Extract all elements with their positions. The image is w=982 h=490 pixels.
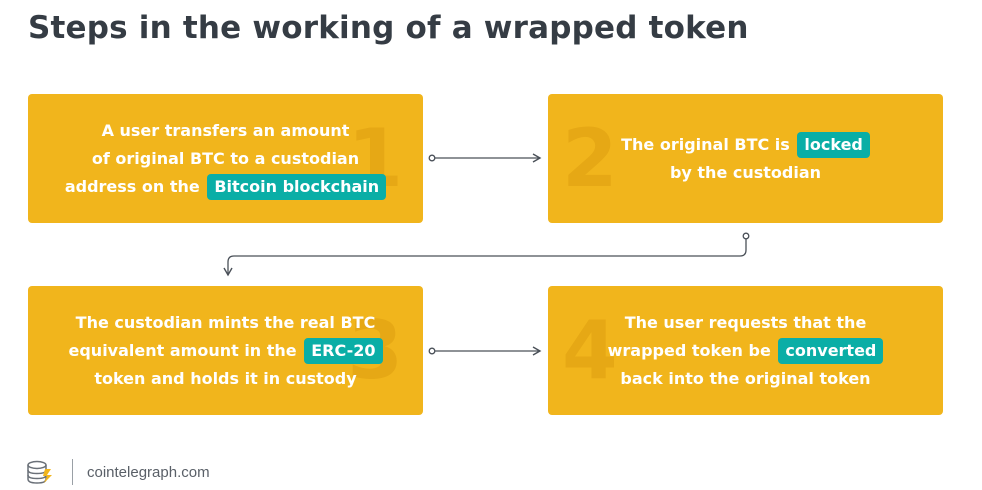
step-box-2: 2 The original BTC is locked by the cust… <box>548 94 943 223</box>
highlight-badge: converted <box>778 337 884 364</box>
step-line-with-highlight: equivalent amount in the ERC-20 <box>69 337 383 365</box>
step-text: The user requests that the wrapped token… <box>608 309 884 393</box>
step-line: The original BTC is <box>621 134 790 154</box>
step-line: The user requests that the <box>624 312 867 332</box>
site-name: cointelegraph.com <box>87 463 210 481</box>
step-line: by the custodian <box>669 162 822 182</box>
step-line: A user transfers an amount <box>101 120 350 140</box>
footer-divider <box>72 459 73 485</box>
step-box-1: 1 A user transfers an amount of original… <box>28 94 423 223</box>
arrow-step1-to-step2 <box>428 153 542 163</box>
highlight-badge: Bitcoin blockchain <box>207 173 387 200</box>
page-title: Steps in the working of a wrapped token <box>28 10 749 46</box>
highlight-badge: locked <box>797 131 870 158</box>
step-line: wrapped token be <box>607 340 771 360</box>
step-line: equivalent amount in the <box>68 340 297 360</box>
step-line-with-highlight: wrapped token be converted <box>608 337 884 365</box>
highlight-badge: ERC-20 <box>304 337 383 364</box>
step-line: token and holds it in custody <box>94 368 357 388</box>
step-text: The custodian mints the real BTC equival… <box>69 309 383 393</box>
arrow-step3-to-step4 <box>428 346 542 356</box>
step-line: of original BTC to a custodian <box>91 148 360 168</box>
step-text: The original BTC is locked by the custod… <box>621 131 870 187</box>
step-line: back into the original token <box>620 368 871 388</box>
step-box-4: 4 The user requests that the wrapped tok… <box>548 286 943 415</box>
step-line: address on the <box>64 176 200 196</box>
step-number: 2 <box>562 111 618 205</box>
step-line: The custodian mints the real BTC <box>75 312 376 332</box>
step-box-3: 3 The custodian mints the real BTC equiv… <box>28 286 423 415</box>
arrow-step2-to-step3 <box>223 232 750 277</box>
footer: cointelegraph.com <box>26 458 210 486</box>
step-text: A user transfers an amount of original B… <box>64 117 387 201</box>
step-line-with-highlight: address on the Bitcoin blockchain <box>64 173 387 201</box>
step-number: 4 <box>562 303 618 397</box>
step-line-with-highlight: The original BTC is locked <box>621 131 870 159</box>
cointelegraph-logo-icon <box>27 460 52 484</box>
